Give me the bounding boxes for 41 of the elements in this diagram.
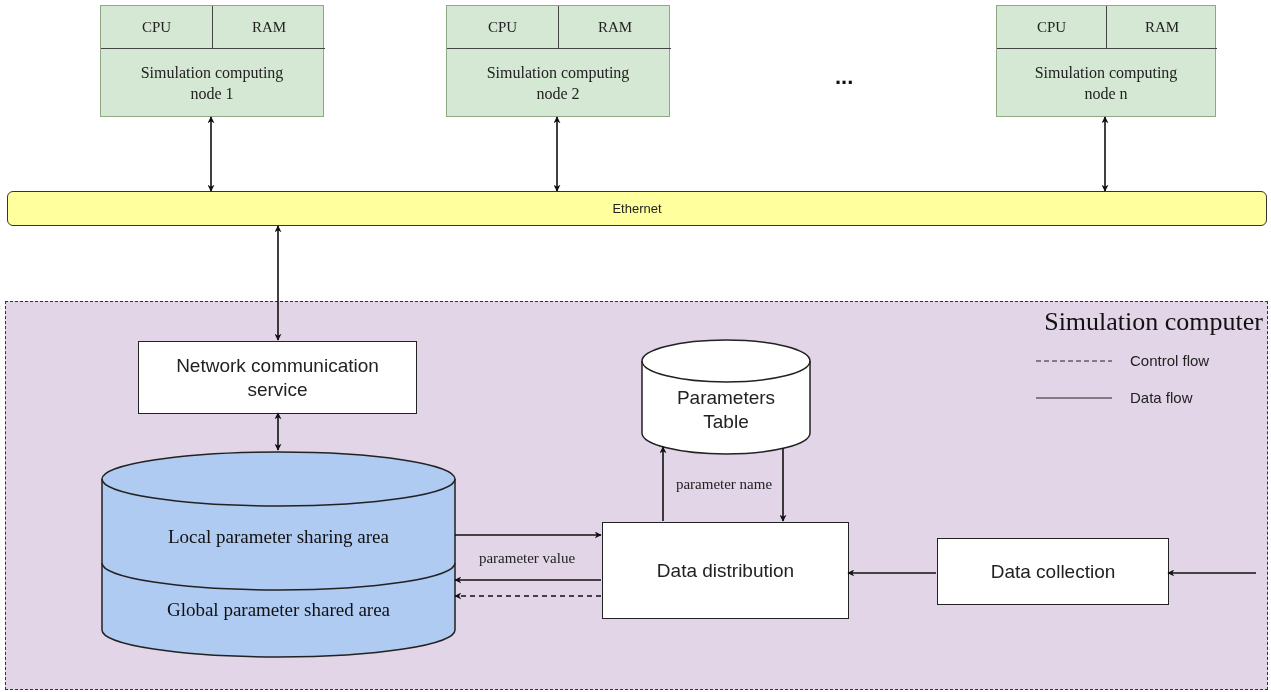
table-cell: CPU bbox=[997, 6, 1107, 49]
arrow bbox=[1167, 569, 1257, 577]
arrow bbox=[659, 446, 667, 522]
node-label: Data collection bbox=[989, 559, 1117, 584]
network-bus-bar bbox=[7, 191, 1267, 226]
node-label: Global parameter shared area bbox=[166, 598, 391, 622]
table-cell: RAM bbox=[1107, 6, 1217, 49]
node-label: Simulation computing node 1 bbox=[139, 62, 285, 104]
node-label: Simulation computing node n bbox=[1033, 62, 1179, 104]
table-cell: CPU bbox=[101, 6, 213, 49]
ellipsis-label: ... bbox=[835, 63, 854, 91]
node-label: Simulation computing node 2 bbox=[485, 62, 631, 104]
node-label: Data distribution bbox=[655, 558, 796, 583]
process-box bbox=[602, 522, 849, 619]
process-box bbox=[937, 538, 1169, 605]
arrow bbox=[454, 576, 602, 584]
process-box bbox=[138, 341, 417, 414]
node-label: Ethernet bbox=[612, 199, 662, 218]
node-label: Network communication service bbox=[175, 353, 380, 402]
legend-label: Control flow bbox=[1130, 351, 1210, 371]
computing-node-box bbox=[996, 5, 1216, 117]
edge-label: parameter value bbox=[477, 550, 577, 566]
arrow bbox=[847, 569, 937, 577]
arrow bbox=[779, 447, 787, 522]
arrow bbox=[553, 116, 561, 192]
computing-node-box bbox=[100, 5, 324, 117]
arrow bbox=[274, 225, 282, 341]
table-cell: RAM bbox=[559, 6, 671, 49]
group-title: Simulation computer bbox=[1044, 307, 1263, 336]
table-cell: RAM bbox=[213, 6, 325, 49]
arrow bbox=[1101, 116, 1109, 192]
arrow bbox=[207, 116, 215, 192]
arrow bbox=[454, 531, 602, 539]
node-label: Local parameter sharing area bbox=[168, 525, 389, 549]
node-label: Parameters Table bbox=[675, 386, 777, 434]
system-boundary bbox=[5, 301, 1268, 690]
legend-label: Data flow bbox=[1130, 388, 1193, 408]
arrow bbox=[274, 412, 282, 451]
arrow bbox=[454, 592, 602, 600]
table-cell: CPU bbox=[447, 6, 559, 49]
computing-node-box bbox=[446, 5, 670, 117]
